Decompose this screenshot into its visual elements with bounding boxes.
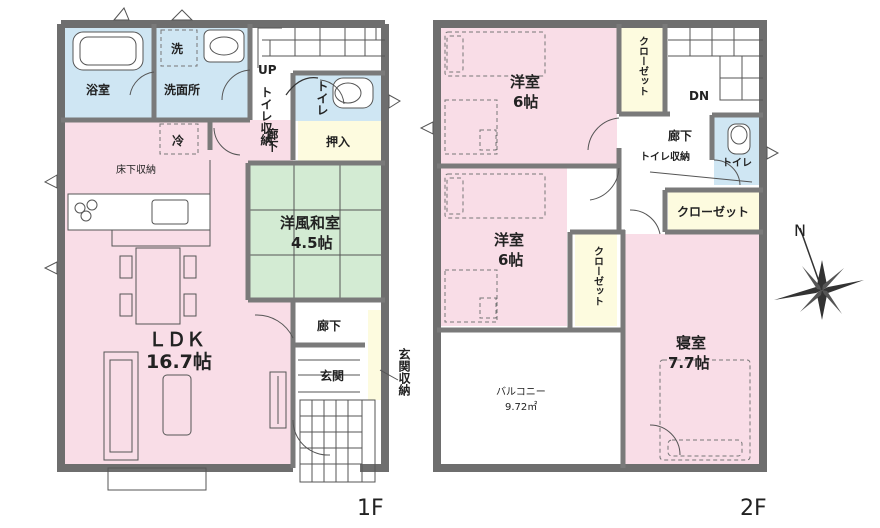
label-balcony-name: バルコニー [496, 386, 546, 398]
dining-set [119, 247, 197, 325]
bathtub [72, 31, 144, 71]
label-underfloor: 床下収納 [116, 163, 156, 176]
room-entrance-storage [368, 310, 385, 400]
up-arrow [285, 77, 319, 96]
label-fridge: 冷 [172, 133, 184, 148]
label-up: UP [258, 63, 277, 77]
windows-2f [419, 121, 780, 160]
label-hall-lower: 廊下 [317, 318, 341, 333]
label-closet2: クローゼット [592, 246, 604, 306]
label-western1-size: 6帖 [513, 93, 538, 111]
label-bath: 浴室 [86, 82, 110, 97]
stairs-2f [668, 28, 763, 101]
label-washitsu-size: 4.5帖 [291, 234, 333, 252]
walls-2f-inner [437, 24, 763, 468]
room-closet3 [668, 192, 759, 230]
toilet-fixture-2f [727, 123, 751, 155]
doors-1f [129, 69, 345, 456]
label-western2-name: 洋室 [494, 231, 524, 249]
room-western1 [437, 24, 617, 164]
label-entrance: 玄関 [320, 368, 344, 383]
furniture-2f [444, 31, 751, 461]
label-master-name: 寝室 [676, 334, 706, 352]
leader-toilet-storage-2f [649, 171, 753, 183]
label-toilet-2f: トイレ [722, 157, 752, 169]
label-down: DN [689, 89, 709, 103]
tatami-grid [248, 165, 385, 300]
room-closet2 [575, 234, 617, 326]
room-balcony [437, 332, 621, 468]
fridge-area [159, 123, 199, 155]
toilet-fixture-1f [332, 77, 374, 109]
floor-label-1f: 1F [357, 496, 384, 521]
label-washitsu-name: 洋風和室 [280, 214, 340, 232]
label-washroom: 洗面所 [164, 82, 200, 97]
doors-2f [587, 117, 741, 456]
room-washitsu [248, 165, 385, 300]
compass-rose [774, 227, 864, 320]
room-master [625, 234, 759, 468]
leader-entrance-storage [379, 369, 399, 381]
label-closet3: クローゼット [677, 204, 749, 219]
label-western2-size: 6帖 [498, 251, 523, 269]
washer-area [160, 29, 198, 67]
label-entrance-storage: 玄関収納 [397, 347, 411, 397]
walls-2f-outer [433, 20, 767, 472]
label-hall-2f: 廊下 [668, 128, 692, 143]
kitchen-counter [67, 160, 211, 247]
stairs-1f [257, 27, 385, 68]
label-oshiire: 押入 [326, 134, 350, 149]
label-ldk-name: ＬＤＫ [148, 329, 205, 351]
compass-north-label: N [794, 221, 806, 240]
label-closet1: クローゼット [637, 36, 649, 96]
floor-label-2f: 2F [740, 496, 767, 521]
ldk-bay [107, 467, 207, 491]
label-toilet-1f: トイレ [315, 80, 329, 116]
label-toilet-storage-1f: トイレ収納 [259, 86, 273, 147]
floor-1f: 浴室 洗面所 洗 冷 UP トイレ トイレ収納 廊下 押入 床下収納 洋風和室 … [43, 7, 411, 521]
label-ldk-size: 16.7帖 [146, 350, 212, 373]
label-balcony-size: 9.72㎡ [505, 401, 537, 413]
sofa-set [103, 351, 287, 461]
room-oshiire [298, 121, 385, 163]
floor-2f: 洋室 6帖 クローゼット DN 廊下 トイレ収納 トイレ 洋室 6帖 クローゼッ… [419, 20, 780, 521]
label-master-size: 7.7帖 [668, 354, 710, 372]
room-closet1 [621, 24, 663, 114]
windows-1f [43, 7, 401, 275]
washbasin [203, 29, 245, 63]
label-hall-upper: 廊下 [265, 127, 279, 153]
label-washer: 洗 [171, 41, 183, 56]
label-western1-name: 洋室 [510, 73, 540, 91]
label-toilet-storage-2f: トイレ収納 [640, 150, 690, 163]
